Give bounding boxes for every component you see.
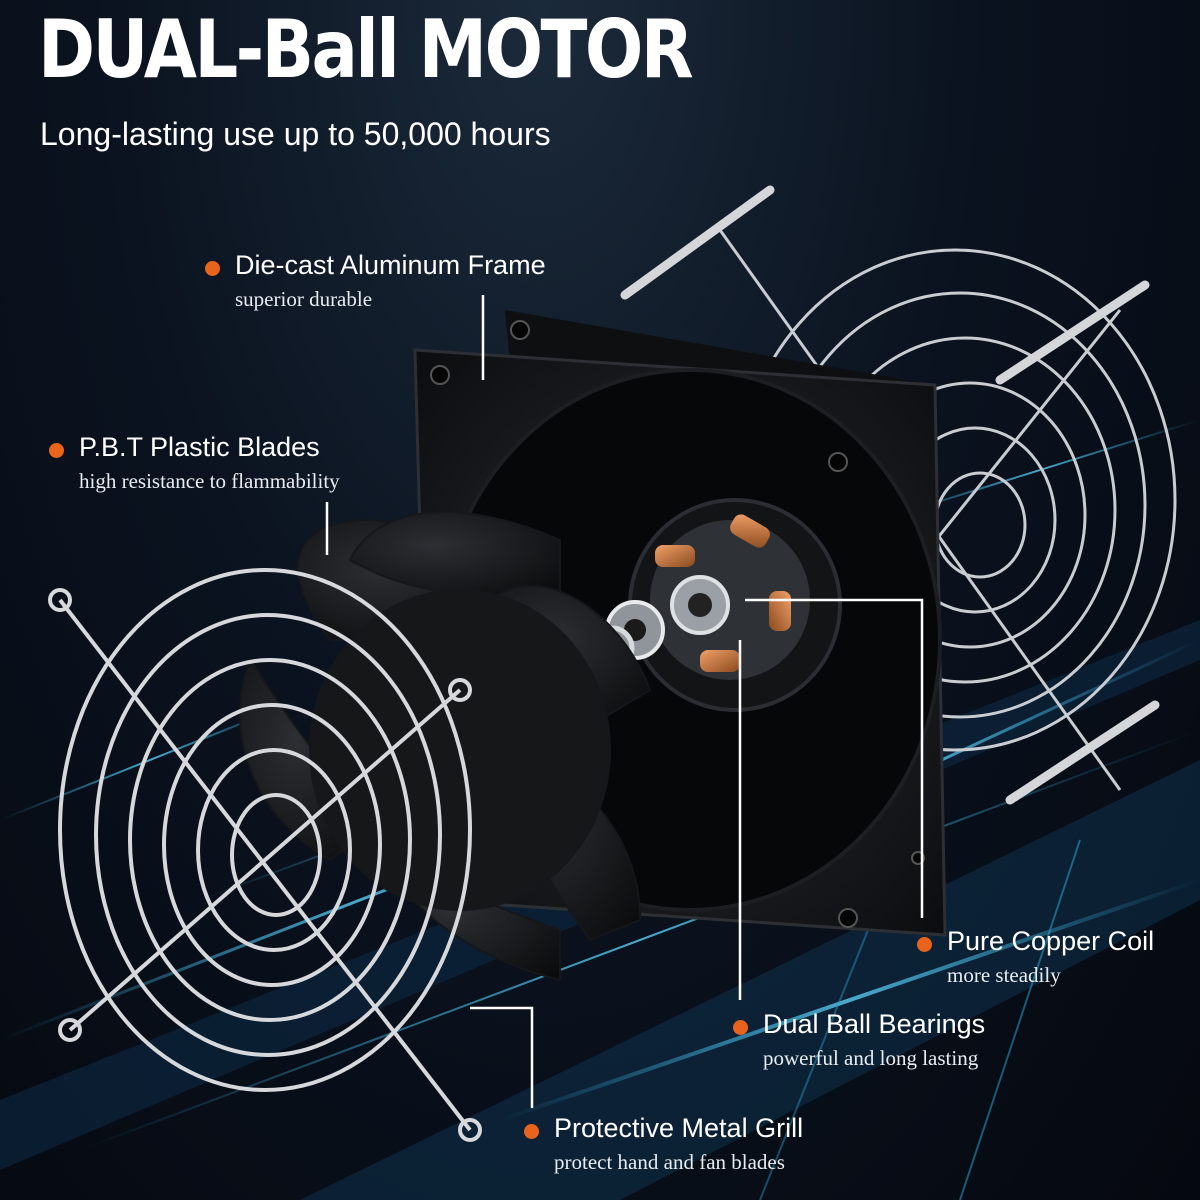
callout-blades-desc: high resistance to flammability xyxy=(79,469,340,493)
callout-bearings-title: Dual Ball Bearings xyxy=(763,1009,986,1039)
callout-grill-title: Protective Metal Grill xyxy=(554,1113,804,1143)
callout-coil-title: Pure Copper Coil xyxy=(947,926,1155,956)
subheadline: Long-lasting use up to 50,000 hours xyxy=(40,116,551,152)
callout-grill-desc: protect hand and fan blades xyxy=(554,1150,785,1174)
screws xyxy=(620,185,1160,805)
callout-blades-title: P.B.T Plastic Blades xyxy=(79,432,320,462)
callout-bearings-desc: powerful and long lasting xyxy=(763,1046,979,1070)
motor-stator xyxy=(628,498,842,712)
bullet-dot-icon xyxy=(49,443,64,458)
bullet-dot-icon xyxy=(524,1124,539,1139)
callout-frame-title: Die-cast Aluminum Frame xyxy=(235,250,546,280)
headline: DUAL-Ball MOTOR xyxy=(38,3,694,96)
leader-lines xyxy=(325,295,924,1108)
front-grill xyxy=(48,568,482,1142)
bullet-dot-icon xyxy=(917,937,932,952)
callout-frame-desc: superior durable xyxy=(235,287,373,311)
callout-coil-desc: more steadily xyxy=(947,963,1061,987)
bullet-dot-icon xyxy=(733,1020,748,1035)
bullet-dot-icon xyxy=(205,261,220,276)
